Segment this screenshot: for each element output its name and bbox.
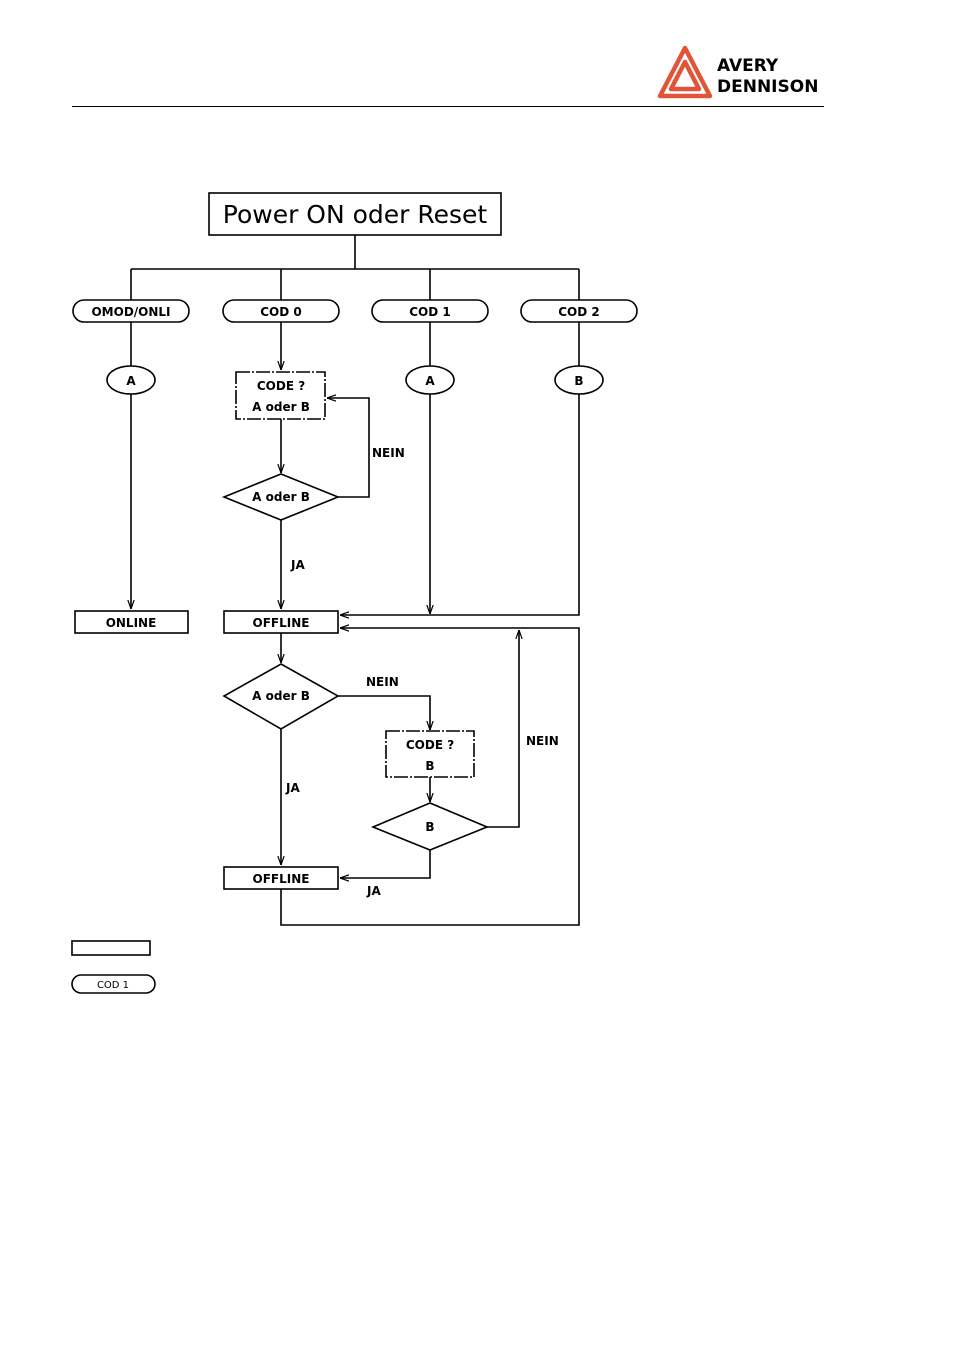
connector-b-label: B [574, 374, 583, 388]
code-box-1-line1: CODE ? [257, 379, 305, 393]
decision-2-no-arrow [338, 695, 430, 730]
decision-3-no-loop [487, 630, 519, 828]
decision-2-no-label: NEIN [366, 675, 399, 689]
connector-b-to-offline-line [340, 394, 580, 615]
logo-text-line1: AVERY [717, 56, 779, 76]
offline-1-label: OFFLINE [253, 616, 310, 630]
logo-text-line2: DENNISON [717, 77, 818, 97]
decision-1-yes-label: JA [290, 558, 305, 572]
legend-rect-example [71, 940, 151, 956]
avery-dennison-logo: AVERY DENNISON [657, 45, 818, 99]
branch-label-omod: OMOD/ONLI [91, 305, 170, 319]
online-box [74, 610, 189, 634]
code-box-2-line1: CODE ? [406, 738, 454, 752]
online-label: ONLINE [106, 616, 157, 630]
offline-2-return-loop [280, 628, 580, 926]
start-box [208, 192, 502, 236]
legend-pill-label: COD 1 [97, 980, 129, 991]
offline-2-label: OFFLINE [253, 872, 310, 886]
code-box-1-line2: A oder B [252, 400, 310, 414]
decision-3-no-label: NEIN [526, 734, 559, 748]
decision-1-no-loop [327, 398, 370, 498]
decision-1-no-label: NEIN [372, 446, 405, 460]
decision-2-label: A oder B [252, 689, 310, 703]
legend-pill-example [71, 974, 156, 994]
header-rule [72, 106, 824, 107]
branch-label-cod2: COD 2 [558, 305, 600, 319]
decision-2-yes-label: JA [285, 781, 300, 795]
decision-3-label: B [425, 820, 434, 834]
connector-a-1-label: A [126, 374, 136, 388]
logo-mark-icon [657, 45, 713, 99]
code-box-2-line2: B [425, 759, 434, 773]
decision-3-yes-arrow [340, 850, 431, 878]
branch-label-cod1: COD 1 [409, 305, 451, 319]
decision-1-label: A oder B [252, 490, 310, 504]
branch-label-cod0: COD 0 [260, 305, 302, 319]
start-label: Power ON oder Reset [223, 200, 488, 229]
code-box-2 [385, 730, 475, 778]
connector-a-2-label: A [425, 374, 435, 388]
decision-3-yes-label: JA [366, 884, 381, 898]
code-box-1 [235, 371, 326, 420]
